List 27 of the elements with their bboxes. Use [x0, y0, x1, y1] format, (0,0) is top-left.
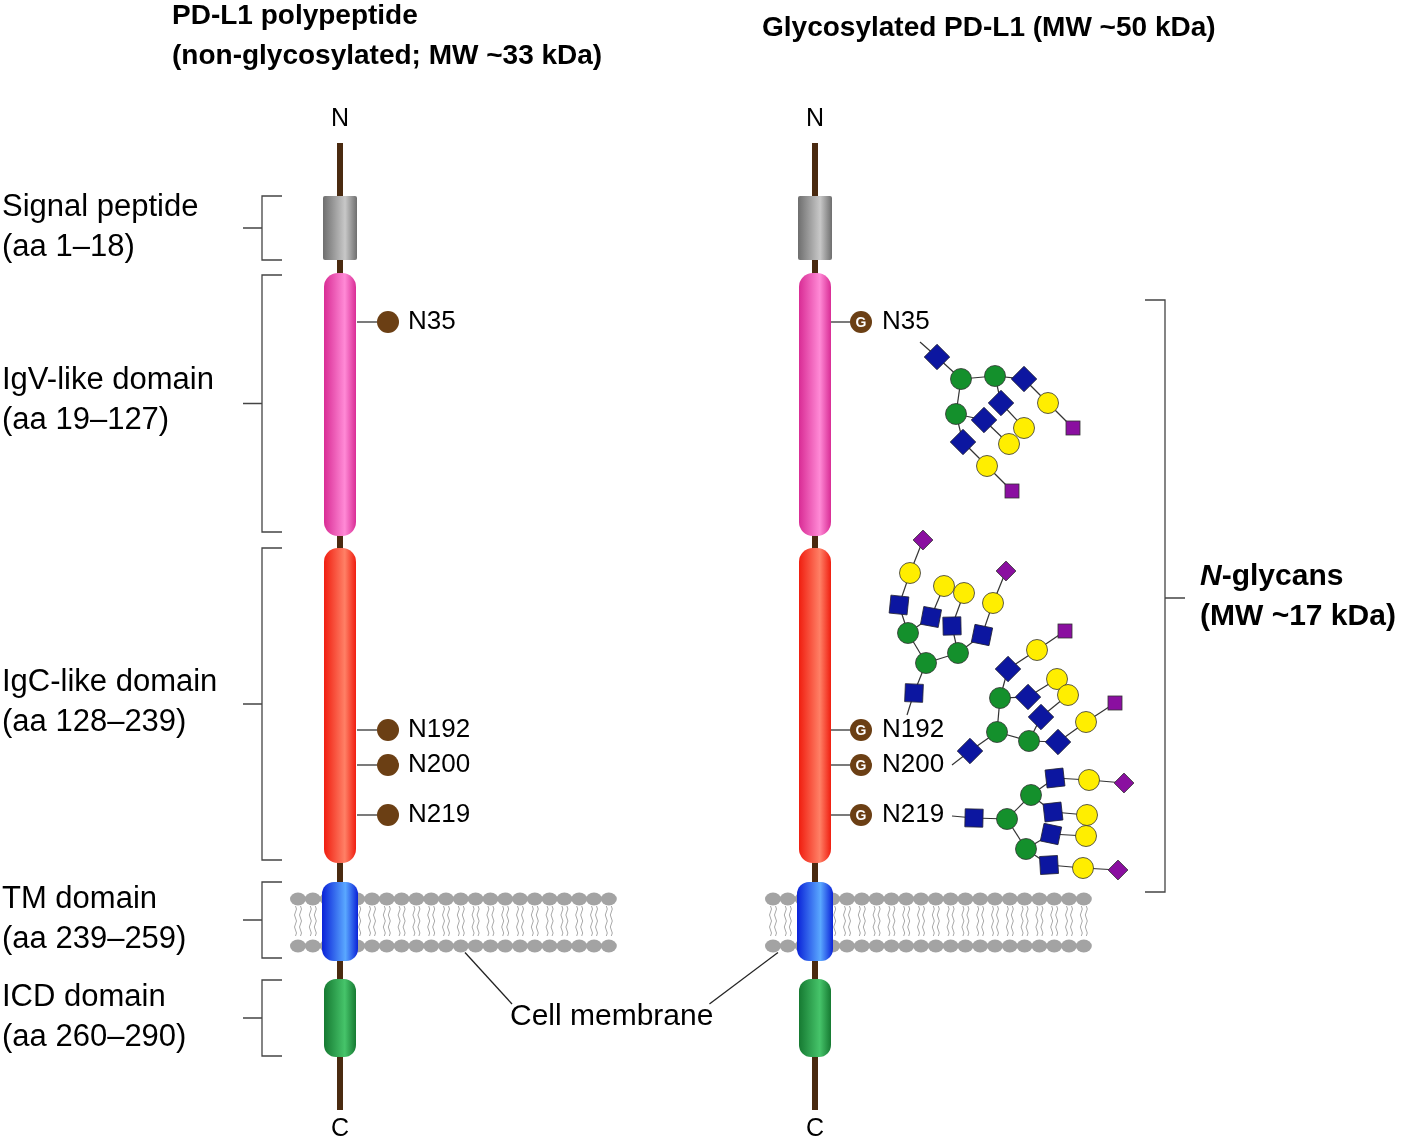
terminus-label: C [329, 1114, 351, 1140]
diagram-heading: Glycosylated PD-L1 (MW ~50 kDa) [762, 12, 1216, 43]
domain-label: IgV-like domain (aa 19–127) [2, 360, 214, 438]
terminus-label: N [804, 104, 826, 132]
leader-line [708, 951, 779, 1005]
site-label: N35 [408, 306, 456, 335]
site-label: N200 [408, 749, 471, 778]
site-label: N200 [882, 749, 945, 778]
site-label: N219 [408, 799, 471, 828]
membrane-label: Cell membrane [510, 998, 714, 1031]
domain-label: IgC-like domain (aa 128–239) [2, 662, 218, 740]
site-label: N192 [408, 714, 471, 743]
site-label: N192 [882, 714, 945, 743]
leader-line [464, 951, 513, 1005]
site-letter: G [855, 314, 867, 330]
site-label: N219 [882, 799, 945, 828]
site-label: N35 [882, 306, 930, 335]
site-letter: G [855, 807, 867, 823]
site-letter: G [855, 757, 867, 773]
domain-label: Signal peptide (aa 1–18) [2, 187, 199, 265]
site-letter: G [855, 722, 867, 738]
terminus-label: C [804, 1114, 826, 1140]
terminus-label: N [329, 104, 351, 132]
glycan-label: N-glycans (MW ~17 kDa) [1200, 557, 1396, 633]
diagram-heading: PD-L1 polypeptide (non-glycosylated; MW ~33 kDa) [172, 0, 603, 72]
domain-label: ICD domain (aa 260–290) [2, 977, 187, 1055]
domain-label: TM domain (aa 239–259) [2, 879, 187, 957]
